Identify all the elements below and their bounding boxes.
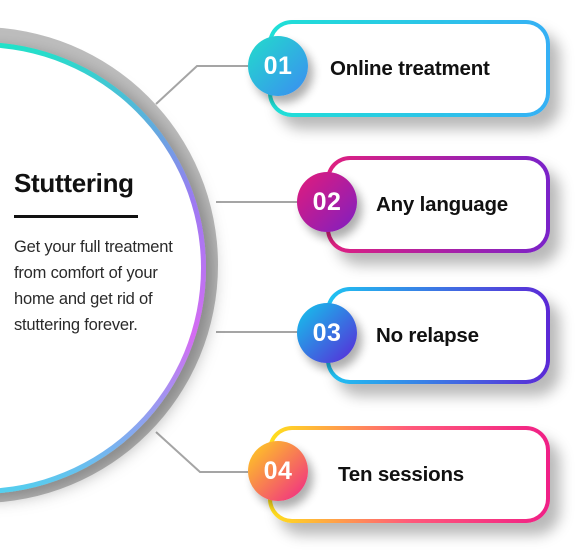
connector-01 xyxy=(155,65,248,105)
title-underline xyxy=(14,215,138,218)
hero-description: Get your full treatment from comfort of … xyxy=(14,238,173,334)
number-badge: 04 xyxy=(248,441,308,501)
number-badge: 01 xyxy=(248,36,308,96)
feature-card: Online treatment xyxy=(268,20,550,117)
feature-card: Any language xyxy=(326,156,550,253)
feature-label: No relapse xyxy=(376,323,479,347)
connector-lines xyxy=(155,65,300,473)
feature-label: Any language xyxy=(376,192,509,216)
feature-label: Online treatment xyxy=(330,56,490,80)
feature-card: Ten sessions xyxy=(268,426,550,523)
connector-04 xyxy=(155,431,248,473)
number-badge: 03 xyxy=(297,303,357,363)
feature-card: No relapse xyxy=(326,287,550,384)
main-circle xyxy=(0,47,201,489)
feature-label: Ten sessions xyxy=(338,462,464,486)
hero-title: Stuttering xyxy=(14,168,134,198)
number-badge: 02 xyxy=(297,172,357,232)
